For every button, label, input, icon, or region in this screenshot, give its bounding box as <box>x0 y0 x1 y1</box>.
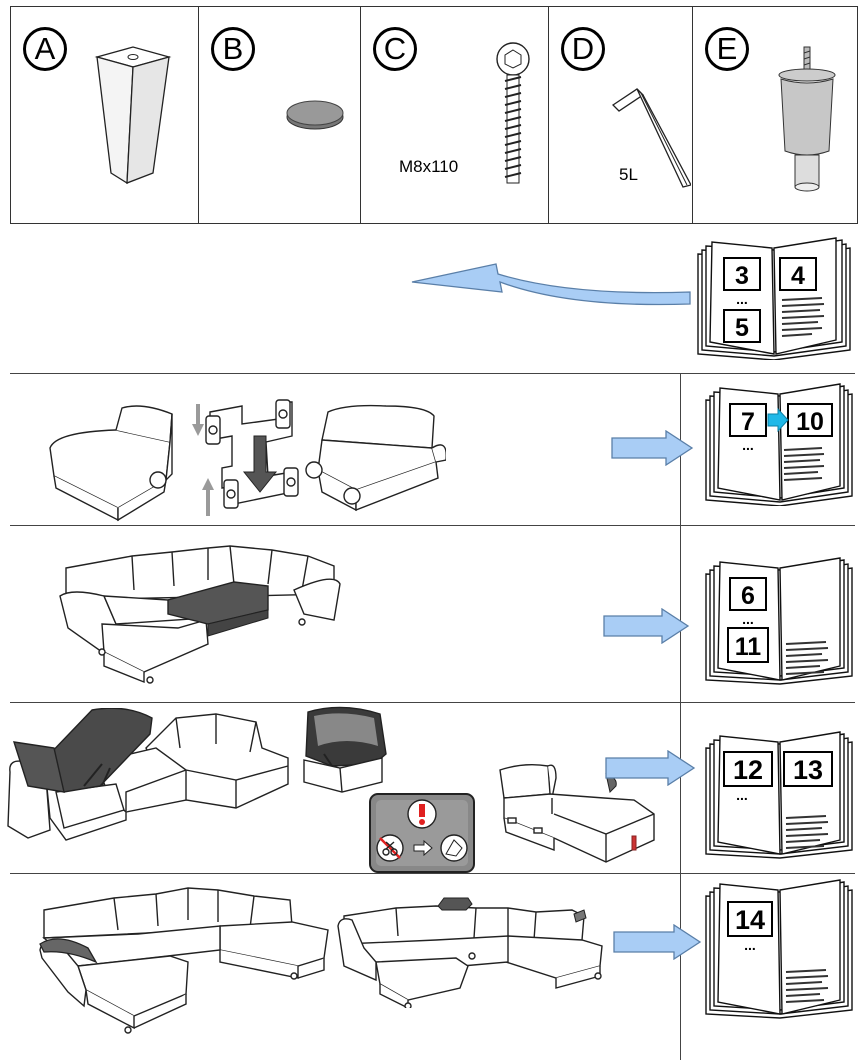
hex-key-icon <box>611 88 691 188</box>
bolt-icon <box>496 42 530 184</box>
page-number: 13 <box>793 755 823 785</box>
page-number: 5 <box>735 314 749 342</box>
part-cell-c: C M8x110 <box>361 7 549 223</box>
manual-book-icon: 14 ... <box>705 879 853 1019</box>
page-ellipsis: ... <box>744 937 756 953</box>
connector-bracket-icon <box>49 399 446 522</box>
curved-arrow-icon <box>411 263 691 306</box>
page-ellipsis: ... <box>736 787 748 803</box>
divider-line <box>10 525 855 526</box>
page-number: 6 <box>741 582 755 610</box>
manual-book-icon: 6 ... 11 <box>705 557 853 685</box>
page-number: 11 <box>735 633 762 661</box>
part-letter-a: A <box>23 27 67 71</box>
round-leg-icon <box>778 46 836 192</box>
divider-line <box>10 702 855 703</box>
bolt-size-label: M8x110 <box>399 157 459 176</box>
page-number: 3 <box>735 262 749 290</box>
chaise-sofa-icon <box>499 763 655 863</box>
part-cell-e: E <box>693 7 859 223</box>
headrest-sofa-icon <box>39 887 329 1034</box>
arrow-right-icon <box>603 608 690 644</box>
part-letter-c: C <box>373 27 417 71</box>
parts-table: A B C M8x110 D 5L <box>10 6 858 224</box>
page-number: 4 <box>791 262 805 290</box>
part-cell-d: D 5L <box>549 7 693 223</box>
part-cell-b: B <box>199 7 361 223</box>
storage-sofa-icon <box>7 708 289 841</box>
manual-book-icon: 12 ... 13 <box>705 731 853 859</box>
column-divider <box>680 373 681 1060</box>
hex-key-size-label: 5L <box>619 165 638 184</box>
felt-pad-icon <box>286 100 344 130</box>
headrest-sofa-icon <box>337 897 603 1008</box>
manual-book-icon: 7 ... 10 <box>705 383 853 506</box>
tapered-leg-icon <box>94 46 172 185</box>
part-letter-d: D <box>561 27 605 71</box>
arrow-right-icon <box>613 924 702 960</box>
ottoman-icon <box>303 706 387 793</box>
arrow-right-icon <box>605 750 696 786</box>
page-number: 12 <box>733 755 763 785</box>
part-letter-b: B <box>211 27 255 71</box>
page-ellipsis: ... <box>742 611 754 627</box>
page-ellipsis: ... <box>736 291 748 307</box>
page-number: 7 <box>741 408 755 436</box>
page-ellipsis: ... <box>742 437 754 453</box>
part-letter-e: E <box>705 27 749 71</box>
page-number: 10 <box>796 408 824 436</box>
warning-box-icon <box>369 793 475 873</box>
page-number: 14 <box>735 905 765 935</box>
arrow-right-icon <box>611 430 694 466</box>
manual-book-icon: 3 ... 5 4 <box>697 237 851 360</box>
sofa-bed-icon <box>59 545 341 684</box>
divider-line <box>10 373 855 374</box>
divider-line <box>10 873 855 874</box>
part-cell-a: A <box>11 7 199 223</box>
